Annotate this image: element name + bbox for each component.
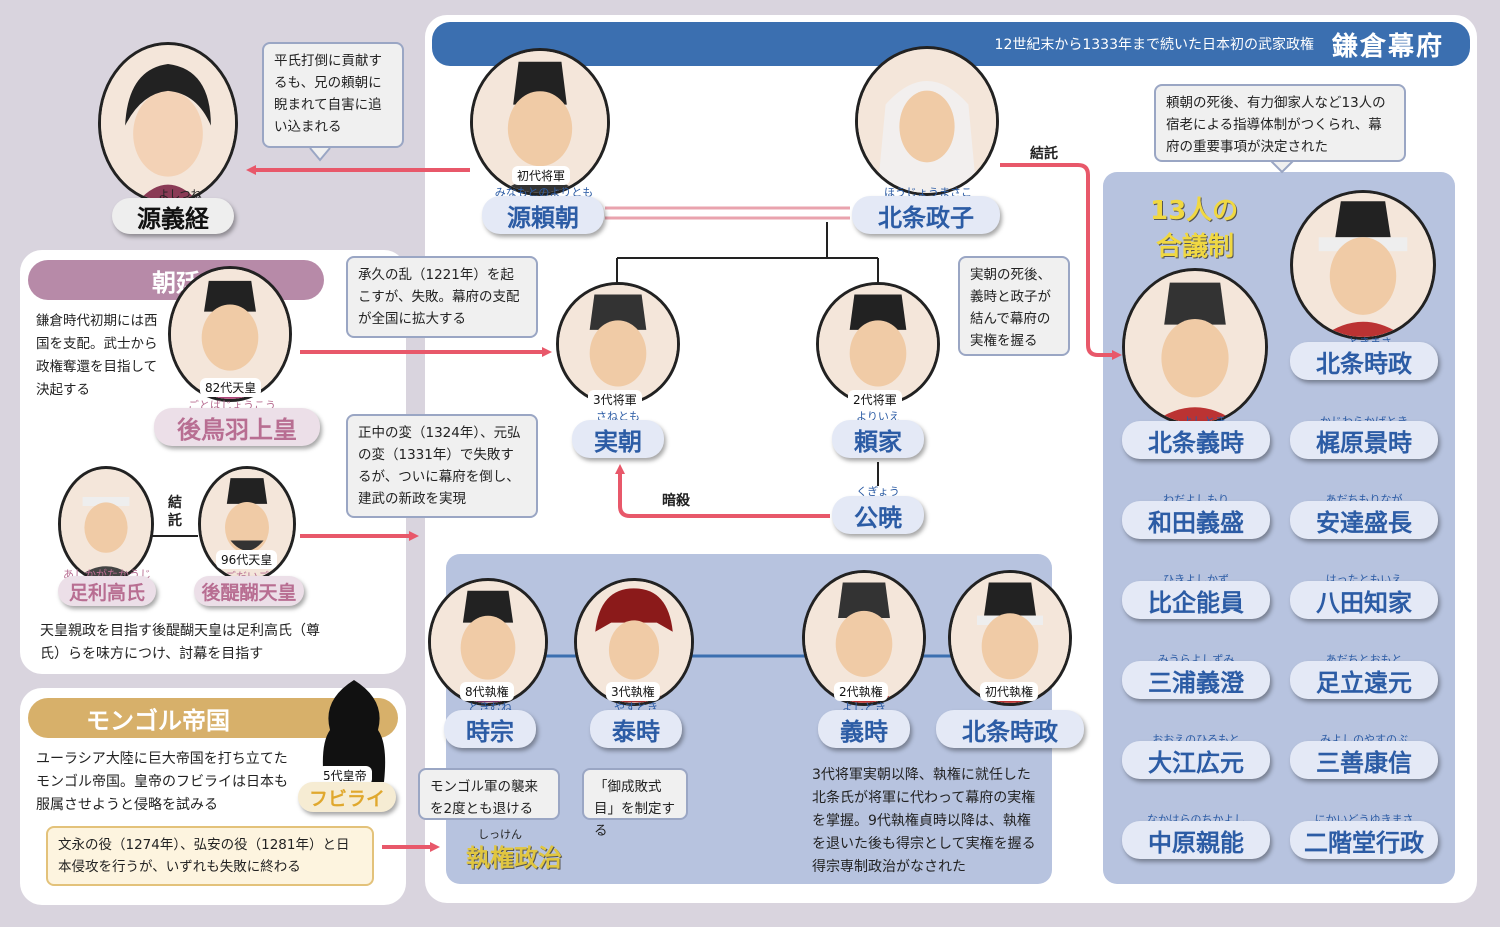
rank-kublai: 5代皇帝 [318,766,372,785]
ruby-yoshitsune: よしつね [158,188,202,201]
label-kettaku-masako: 結託 [1030,146,1058,162]
shikken-title: 執権政治 [466,844,562,872]
label-ansatsu: 暗殺 [662,493,690,509]
name-yoritomo: 源頼朝 [482,196,604,234]
note-mongol-invasion: 文永の役（1274年）、弘安の役（1281年）と日本侵攻を行うが、いずれも失敗に… [46,826,374,886]
council-title-line2: 合議制 [1156,232,1235,262]
name-yoshitsune: 源義経 [112,198,234,234]
portrait-yoshitsune [98,42,238,204]
portrait-masako [855,46,999,196]
rank-sanetomo: 3代将軍 [588,390,642,409]
mongol-desc: ユーラシア大陸に巨大帝国を打ち立てたモンゴル帝国。皇帝のフビライは日本も服属させ… [36,751,288,813]
portrait-yoriie [816,282,940,406]
header-title: 鎌倉幕府 [1331,31,1444,62]
name-gotoba: 後鳥羽上皇 [154,408,320,446]
council-member-4: 安達盛長 [1290,501,1438,539]
name-yoshitoki-regent: 義時 [818,710,910,748]
council-member-1: 北条義時 [1122,421,1270,459]
ruby-sanetomo: さねとも [596,410,640,423]
council-member-11: 中原親能 [1122,821,1270,859]
portrait-yoritomo [470,48,610,196]
rank-godaigo: 96代天皇 [216,550,278,569]
header-subtitle: 12世紀末から1333年まで続いた日本初の武家政権 [994,37,1314,53]
council-member-3: 和田義盛 [1122,501,1270,539]
council-member-0: 北条時政 [1290,342,1438,380]
ruby-kugyo: くぎょう [856,485,900,498]
council-title-line1: 13人の [1150,196,1239,226]
council-member-2: 梶原景時 [1290,421,1438,459]
portrait-takauji [58,466,154,582]
rank-yoritomo: 初代将軍 [512,166,571,185]
portrait-council-tokimasa [1290,190,1436,340]
header-bar: 12世紀末から1333年まで続いた日本初の武家政権 鎌倉幕府 [432,22,1470,66]
choutei-desc: 鎌倉時代初期には西国を支配。武士から政権奪還を目指して決起する [36,313,158,398]
note-shochu: 正中の変（1324年）、元弘の変（1331年）で失敗するが、ついに幕府を倒し、建… [346,414,538,518]
ruby-shikken-title: しっけん [478,828,522,841]
rank-yasutoki: 3代執権 [606,682,660,701]
name-kugyo: 公暁 [832,496,924,534]
choutei-bottom: 天皇親政を目指す後醍醐天皇は足利高氏（尊氏）らを味方につけ、討幕を目指す [40,623,320,662]
rank-tokimasa-regent: 初代執権 [980,682,1039,701]
portrait-sanetomo [556,282,680,406]
note-council-info: 頼朝の死後、有力御家人など13人の宿老による指導体制がつくられ、幕府の重要事項が… [1154,84,1406,162]
portrait-council-yoshitoki [1122,268,1268,426]
council-member-12: 二階堂行政 [1290,821,1438,859]
note-sanetomo-after: 実朝の死後、義時と政子が結んで幕府の実権を握る [958,256,1070,356]
council-member-10: 三善康信 [1290,741,1438,779]
ruby-masako: ほうじょうまさこ [884,186,972,199]
rank-yoriie: 2代将軍 [848,390,902,409]
name-takauji: 足利高氏 [58,576,156,606]
rank-gotoba: 82代天皇 [200,378,262,397]
name-yasutoki: 泰時 [590,710,682,748]
name-yoriie: 頼家 [832,420,924,458]
council-member-7: 三浦義澄 [1122,661,1270,699]
name-tokimune: 時宗 [444,710,536,748]
rank-yoshitoki-regent: 2代執権 [834,682,888,701]
note-yoshitsune: 平氏打倒に貢献するも、兄の頼朝に睨まれて自害に追い込まれる [262,42,404,148]
council-member-9: 大江広元 [1122,741,1270,779]
ruby-yoritomo: みなもとのよりとも [494,186,594,199]
note-jokyu: 承久の乱（1221年）を起こすが、失敗。幕府の支配が全国に拡大する [346,256,538,338]
name-godaigo: 後醍醐天皇 [194,576,304,606]
council-member-5: 比企能員 [1122,581,1270,619]
name-kublai: フビライ [298,782,396,812]
ruby-yoriie: よりいえ [856,410,900,423]
name-tokimasa-regent: 北条時政 [936,710,1084,748]
portrait-kublai [310,670,398,782]
name-sanetomo: 実朝 [572,420,664,458]
label-kettaku-takauji: 結託 [168,495,182,529]
pointer-yoshitsune-note [309,147,331,162]
name-masako: 北条政子 [852,196,1000,234]
note-goseibai: 「御成敗式目」を制定する [582,768,688,839]
council-member-6: 八田知家 [1290,581,1438,619]
shikken-desc: 3代将軍実朝以降、執権に就任した北条氏が将軍に代わって幕府の実権を掌握。9代執権… [812,767,1036,875]
rank-tokimune: 8代執権 [460,682,514,701]
council-member-8: 足立遠元 [1290,661,1438,699]
note-mongol-repel: モンゴル軍の襲来を2度とも退ける [418,768,560,820]
